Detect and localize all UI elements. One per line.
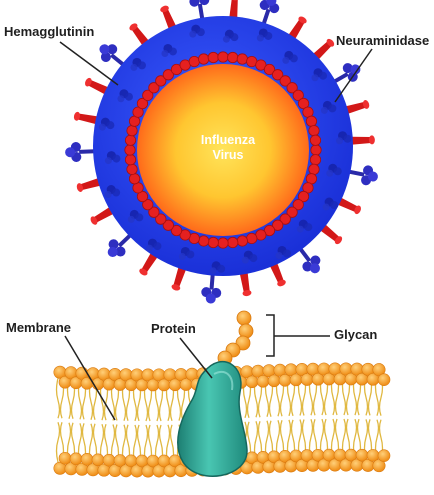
glycan-chain xyxy=(218,311,253,365)
hemagglutinin-spike-icon xyxy=(351,135,375,145)
virus-core-label: Influenza Virus xyxy=(178,133,278,163)
hemagglutinin-label: Hemagglutinin xyxy=(4,24,94,39)
membrane-label: Membrane xyxy=(6,320,71,335)
neuraminidase-label: Neuraminidase xyxy=(336,33,429,48)
glycan-label: Glycan xyxy=(334,327,377,342)
protein-label: Protein xyxy=(151,321,196,336)
virus-label-line2: Virus xyxy=(178,148,278,163)
neuraminidase-spike-icon xyxy=(65,141,96,162)
hemagglutinin-spike-icon xyxy=(229,0,240,19)
hemagglutinin-spike-icon xyxy=(73,111,98,125)
hemagglutinin-spike-icon xyxy=(239,272,252,297)
neuraminidase-spike-icon xyxy=(200,273,222,305)
virus-label-line1: Influenza xyxy=(178,133,278,148)
neuraminidase-leader-line xyxy=(335,49,372,102)
glycan-bracket xyxy=(266,315,330,356)
